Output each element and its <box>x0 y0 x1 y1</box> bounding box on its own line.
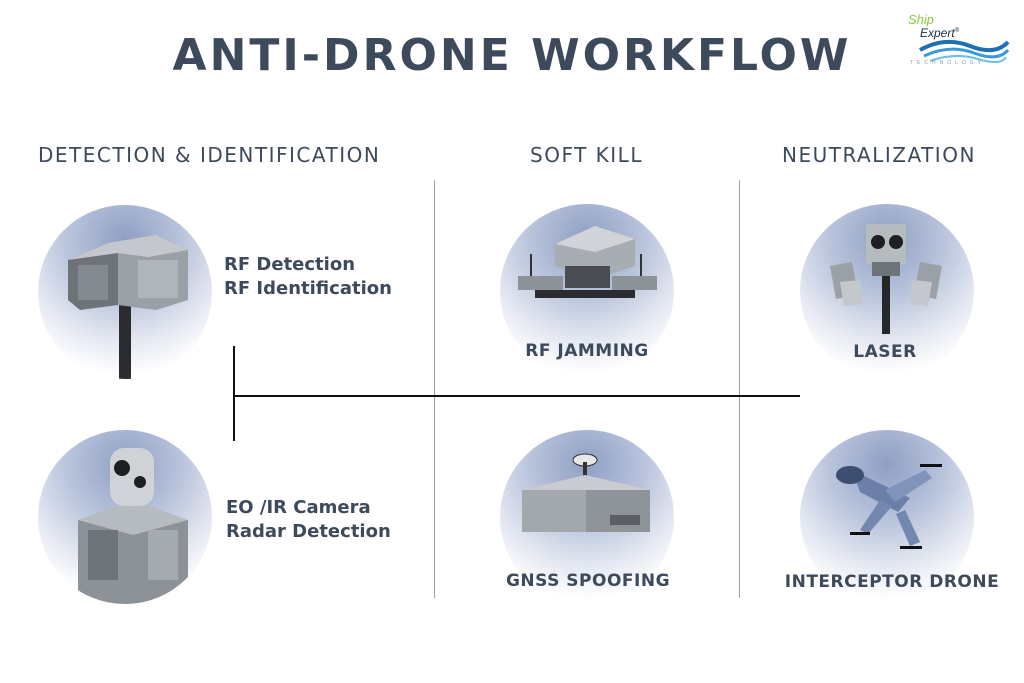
page-title: ANTI-DRONE WORKFLOW <box>172 30 852 81</box>
gnss-spoofer-icon <box>522 453 650 532</box>
column-header-detection: DETECTION & IDENTIFICATION <box>38 143 381 167</box>
logo-ship-text: Ship <box>908 12 935 27</box>
soft-kill-label-1: RF JAMMING <box>525 341 649 361</box>
detection-label-2: EO /IR Camera Radar Detection <box>226 497 391 542</box>
column-header-soft-kill: SOFT KILL <box>530 143 643 167</box>
divider-line-1 <box>434 180 435 598</box>
interceptor-drone-icon <box>836 464 942 549</box>
soft-kill-label-2: GNSS SPOOFING <box>505 571 671 591</box>
eo-ir-camera-image <box>38 430 212 604</box>
rf-jammer-image <box>500 204 674 378</box>
rf-detector-icon <box>68 235 188 379</box>
rf-jammer-icon <box>518 226 657 298</box>
workflow-connector-line <box>234 395 800 397</box>
detection-label-1: RF Detection RF Identification <box>224 254 392 299</box>
ship-expert-logo <box>900 8 1010 72</box>
rf-detector-image <box>38 205 212 379</box>
column-header-neutralization: NEUTRALIZATION <box>782 143 976 167</box>
neutralization-label-2: INTERCEPTOR DRONE <box>784 572 1000 592</box>
logo-tagline: TECHNOLOGY <box>910 60 986 66</box>
logo-expert-text: Expert® <box>920 26 960 40</box>
laser-turret-image <box>800 204 974 378</box>
divider-line-2 <box>739 180 740 598</box>
workflow-connector-bracket <box>233 346 235 441</box>
laser-turret-icon <box>830 224 942 334</box>
interceptor-drone-image <box>800 430 974 604</box>
eo-ir-camera-icon <box>78 448 188 604</box>
gnss-spoofer-image <box>500 430 674 604</box>
logo-wave-icon <box>919 39 1010 63</box>
neutralization-label-1: LASER <box>853 342 917 362</box>
